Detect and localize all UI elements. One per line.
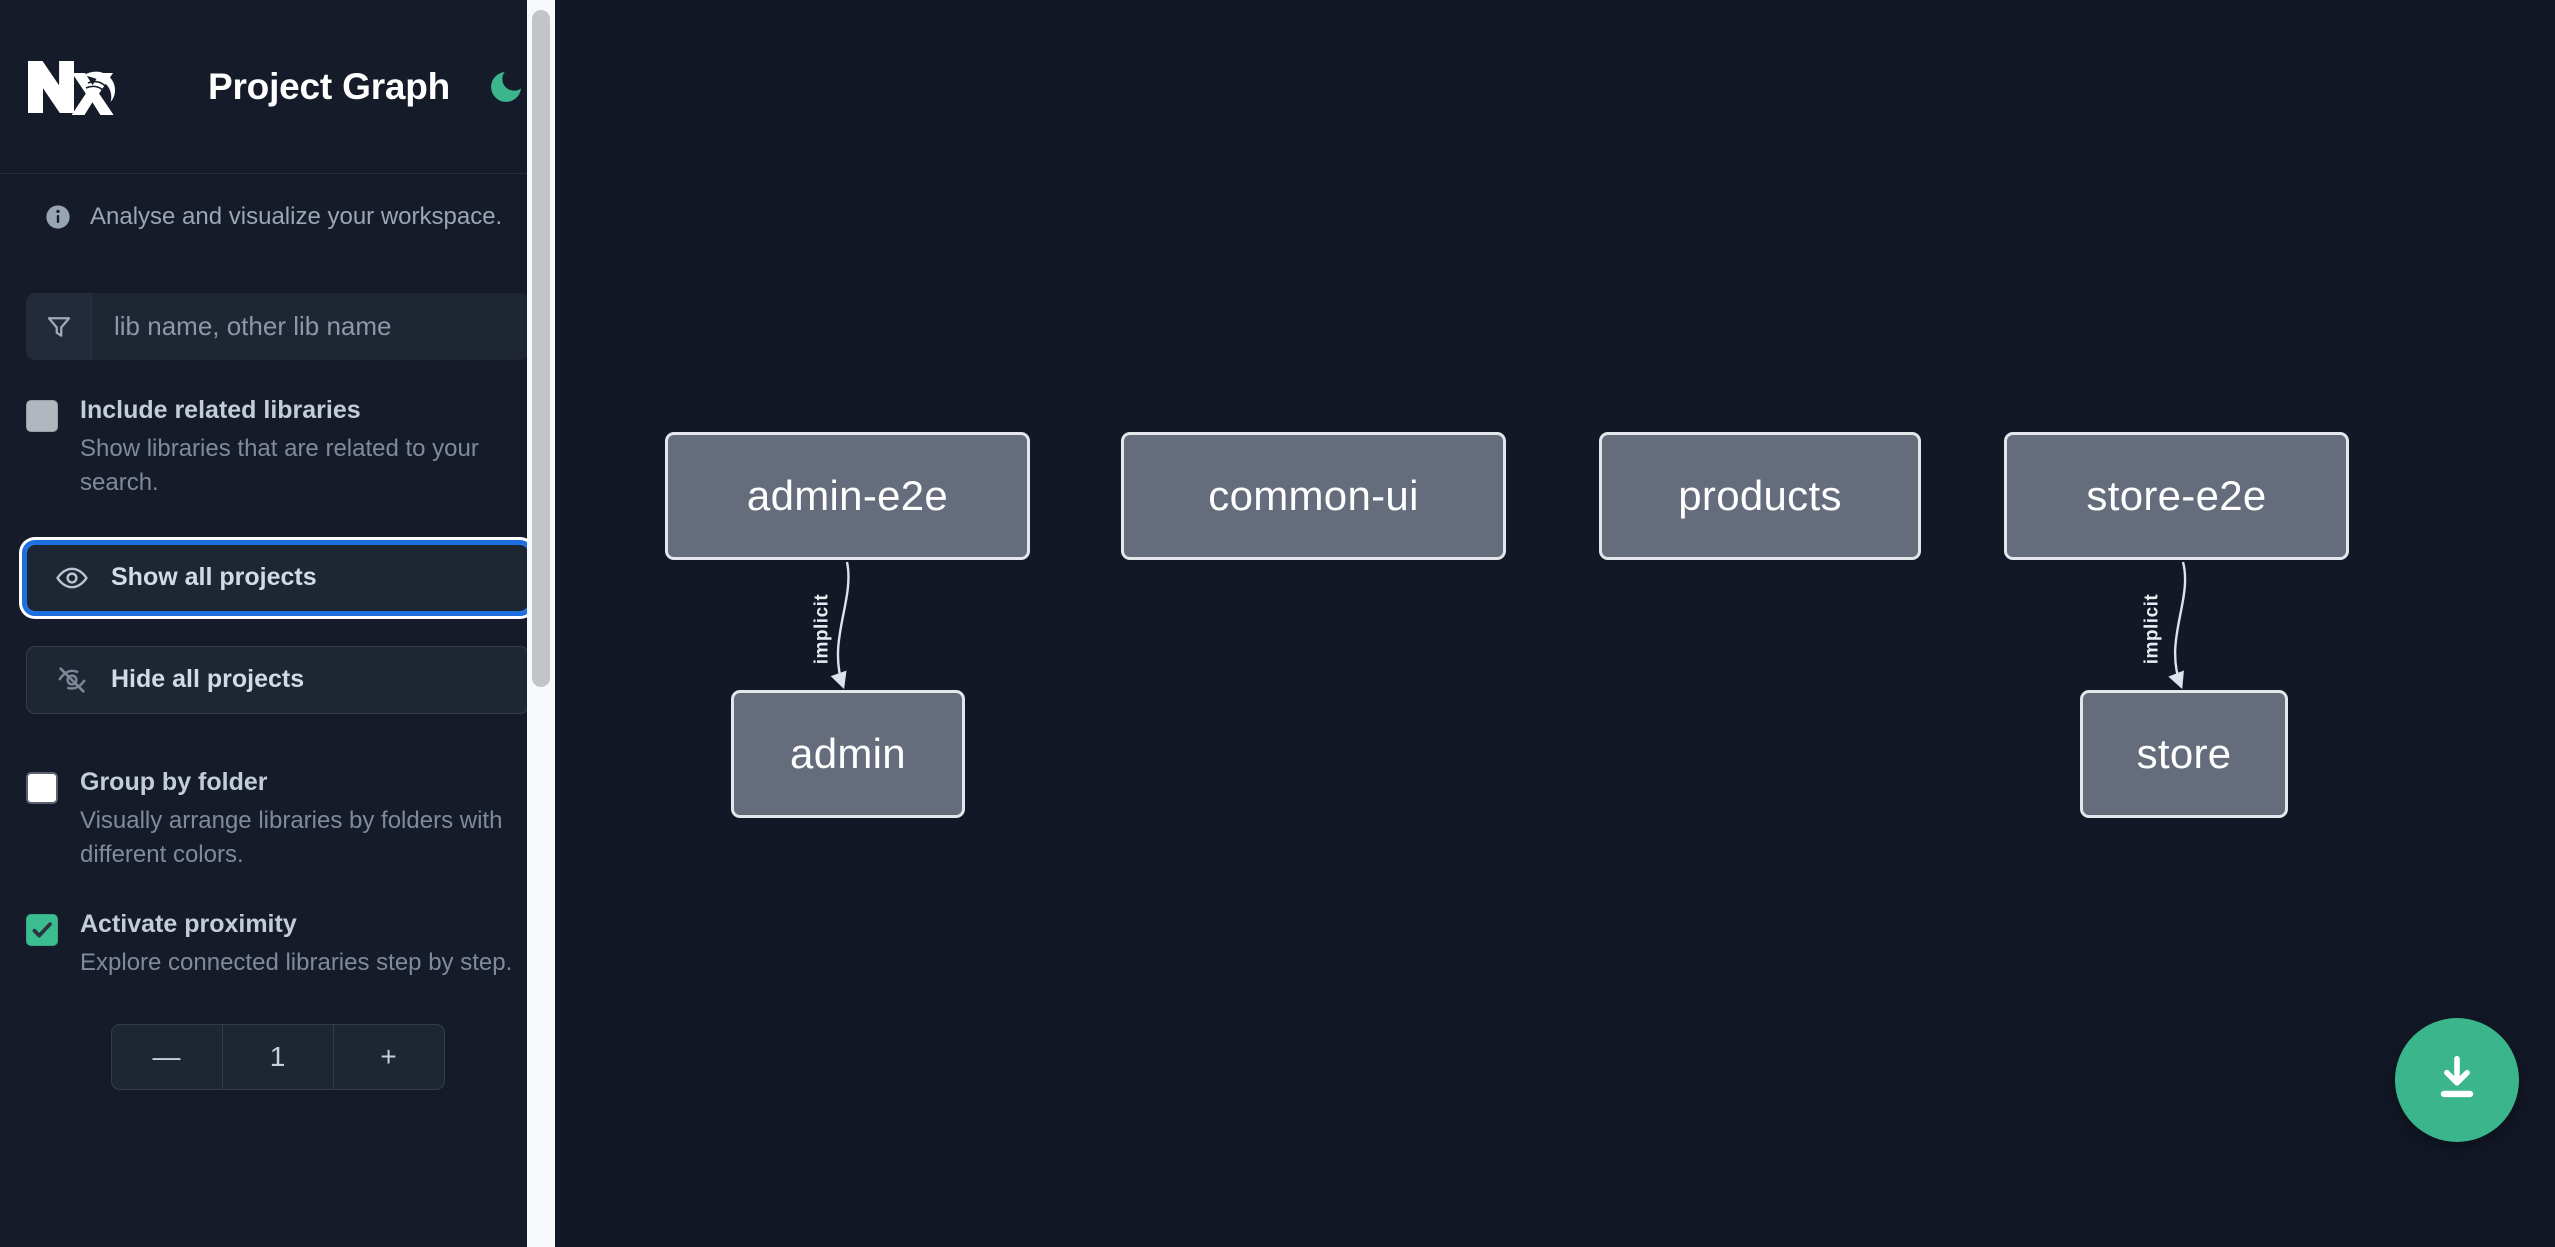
- proximity-stepper: — 1 +: [110, 1023, 445, 1090]
- graph-node-label: products: [1678, 472, 1842, 519]
- page-title: Project Graph: [208, 65, 451, 107]
- eye-icon: [55, 561, 89, 595]
- option-description: Visually arrange libraries by folders wi…: [80, 806, 503, 868]
- checkbox-group-by-folder[interactable]: [26, 771, 58, 804]
- info-icon: [44, 203, 72, 231]
- option-activate-proximity[interactable]: Activate proximity Explore connected lib…: [0, 908, 555, 980]
- filter-box[interactable]: [26, 293, 529, 360]
- sidebar: Project Graph Analyse and visualize your…: [0, 0, 555, 1247]
- graph-node-store-e2e[interactable]: store-e2e: [2004, 432, 2349, 560]
- hide-all-projects-label: Hide all projects: [111, 665, 305, 694]
- graph-node-label: store-e2e: [2086, 472, 2267, 519]
- nx-logo-icon: [26, 55, 122, 119]
- option-label: Include related libraries: [80, 396, 361, 424]
- download-graph-button[interactable]: [2395, 1018, 2519, 1142]
- option-include-related-libraries[interactable]: Include related libraries Show libraries…: [0, 394, 555, 500]
- search-input[interactable]: [92, 293, 529, 360]
- hide-all-projects-button[interactable]: Hide all projects: [26, 645, 529, 714]
- graph-node-label: store: [2136, 730, 2232, 777]
- graph-edge-label-admin: implicit: [811, 593, 833, 665]
- stepper-decrement-button[interactable]: —: [152, 1040, 181, 1072]
- option-group-by-folder[interactable]: Group by folder Visually arrange librari…: [0, 766, 555, 872]
- eye-off-icon: [55, 663, 89, 697]
- graph-edge-label-store: implicit: [2141, 593, 2163, 665]
- show-all-projects-label: Show all projects: [111, 563, 317, 592]
- sidebar-tagline-text: Analyse and visualize your workspace.: [90, 203, 503, 230]
- graph-node-common-ui[interactable]: common-ui: [1121, 432, 1506, 560]
- sidebar-scrollbar[interactable]: [527, 0, 555, 1247]
- proximity-stepper-wrap: — 1 +: [0, 1023, 555, 1090]
- stepper-value: 1: [221, 1024, 334, 1089]
- filter-funnel-icon: [26, 293, 92, 360]
- option-description: Show libraries that are related to your …: [80, 434, 479, 496]
- graph-node-label: admin-e2e: [746, 472, 949, 519]
- checkbox-include-related-libraries[interactable]: [26, 400, 58, 432]
- graph-node-admin-e2e[interactable]: admin-e2e: [665, 432, 1030, 560]
- graph-node-admin[interactable]: admin: [731, 690, 965, 818]
- option-description: Explore connected libraries step by step…: [80, 948, 513, 976]
- moon-icon[interactable]: [486, 67, 526, 107]
- graph-edges: [830, 561, 2187, 690]
- checkbox-activate-proximity[interactable]: [26, 913, 58, 946]
- stepper-increment-button[interactable]: +: [380, 1040, 397, 1072]
- sidebar-tagline: Analyse and visualize your workspace.: [0, 174, 555, 260]
- graph-node-label: common-ui: [1208, 472, 1419, 519]
- filter-section: [0, 293, 555, 360]
- option-label: Group by folder: [80, 767, 268, 796]
- graph-node-store[interactable]: store: [2080, 690, 2288, 818]
- graph-node-products[interactable]: products: [1599, 432, 1921, 560]
- graph-node-label: admin: [790, 730, 906, 777]
- visibility-buttons: Show all projects Hide all projects: [0, 539, 555, 714]
- option-label: Activate proximity: [80, 909, 297, 938]
- graph-canvas[interactable]: admin-e2e common-ui products store-e2e a…: [555, 0, 2555, 1247]
- sidebar-header: Project Graph: [0, 0, 555, 174]
- sidebar-scrollbar-thumb[interactable]: [532, 10, 550, 687]
- download-icon: [2428, 1049, 2486, 1112]
- show-all-projects-button[interactable]: Show all projects: [22, 539, 533, 616]
